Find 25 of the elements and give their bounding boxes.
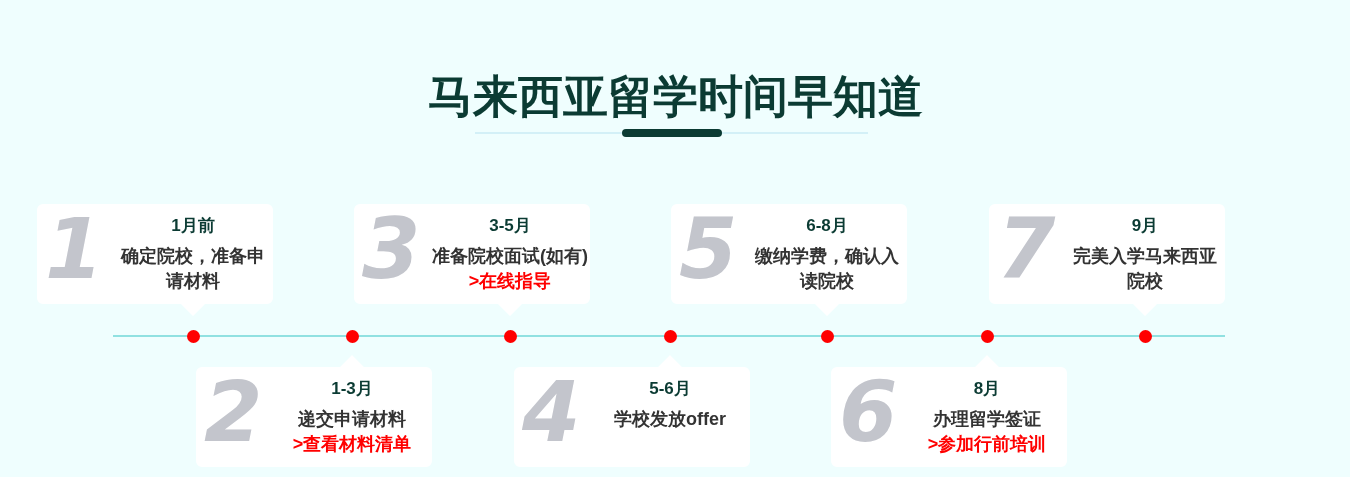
step-number: 3 bbox=[362, 216, 421, 284]
step-description: 递交申请材料 bbox=[298, 408, 406, 431]
step-description: 学校发放offer bbox=[614, 408, 726, 431]
page-title: 马来西亚留学时间早知道 bbox=[427, 70, 923, 124]
step-date: 3-5月 bbox=[489, 215, 531, 237]
step-description: 缴纳学费，确认入读院校 bbox=[754, 245, 900, 293]
step-number: 5 bbox=[679, 216, 738, 284]
step-number: 7 bbox=[997, 216, 1056, 284]
step-date: 1-3月 bbox=[331, 378, 373, 400]
step-description: 完美入学马来西亚院校 bbox=[1072, 245, 1218, 293]
step-date: 1月前 bbox=[171, 215, 215, 237]
action-link: >参加行前培训 bbox=[927, 433, 1047, 456]
action-link: >在线指导 bbox=[468, 270, 552, 293]
step-description: 准备院校面试(如有) bbox=[432, 245, 588, 268]
step-date: 9月 bbox=[1131, 215, 1159, 237]
action-link: >查看材料清单 bbox=[292, 433, 412, 456]
step-number: 2 bbox=[204, 379, 263, 447]
step-description: 办理留学签证 bbox=[933, 408, 1041, 431]
step-date: 6-8月 bbox=[806, 215, 848, 237]
step-date: 8月 bbox=[973, 378, 1001, 400]
step-number: 6 bbox=[839, 379, 898, 447]
step-number: 4 bbox=[522, 379, 581, 447]
step-description: 确定院校，准备申请材料 bbox=[119, 245, 266, 293]
step-number: 1 bbox=[45, 216, 104, 284]
step-date: 5-6月 bbox=[649, 378, 691, 400]
